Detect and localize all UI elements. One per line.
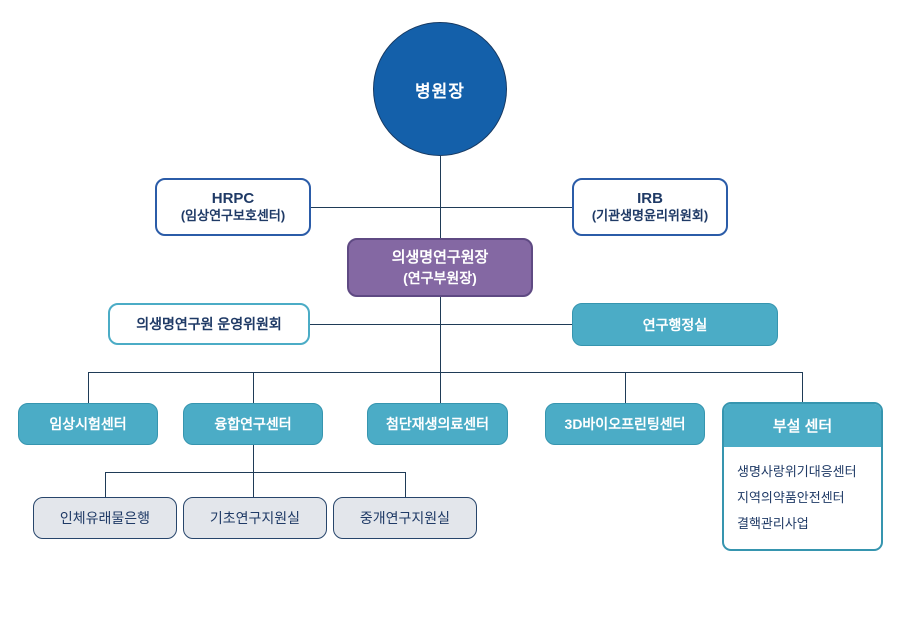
- hospital-director-label: 병원장: [415, 81, 465, 101]
- node-convergence-research-center: 융합연구센터: [183, 403, 323, 445]
- steering-committee-label: 의생명연구원 운영위원회: [136, 316, 282, 332]
- hrpc-subtitle: (임상연구보호센터): [180, 208, 286, 224]
- clinical-trial-center-label: 임상시험센터: [49, 416, 127, 432]
- connector-centers-bus: [88, 372, 802, 373]
- node-clinical-trial-center: 임상시험센터: [18, 403, 158, 445]
- node-basic-research-support-office: 기초연구지원실: [183, 497, 327, 539]
- node-3d-bioprinting-center: 3D바이오프린팅센터: [545, 403, 705, 445]
- connector-drop-translational: [405, 472, 406, 497]
- node-regenerative-medicine-center: 첨단재생의료센터: [367, 403, 508, 445]
- basic-research-support-label: 기초연구지원실: [209, 510, 301, 526]
- node-irb: IRB (기관생명윤리위원회): [572, 178, 728, 236]
- convergence-research-center-label: 융합연구센터: [214, 416, 292, 432]
- node-research-admin-office: 연구행정실: [572, 303, 778, 346]
- deputy-subtitle: (연구부원장): [403, 269, 477, 286]
- human-biobank-label: 인체유래물은행: [59, 510, 151, 526]
- connector-deputy-to-centers: [440, 297, 441, 403]
- connector-committees: [310, 324, 572, 325]
- research-admin-label: 연구행정실: [642, 316, 708, 333]
- node-hrpc: HRPC (임상연구보호센터): [155, 178, 311, 236]
- irb-subtitle: (기관생명윤리위원회): [591, 208, 709, 224]
- connector-drop-clinical: [88, 372, 89, 403]
- 3d-bioprinting-center-label: 3D바이오프린팅센터: [564, 416, 686, 432]
- connector-convergence-to-subunits: [253, 445, 254, 497]
- annex-centers-title: 부설 센터: [772, 418, 833, 435]
- annex-centers-header: 부설 센터: [724, 404, 881, 447]
- regenerative-medicine-center-label: 첨단재생의료센터: [385, 416, 490, 432]
- connector-hrpc-irb: [311, 207, 572, 208]
- hrpc-title: HRPC: [211, 189, 255, 207]
- annex-item-life-love-crisis-center: 생명사랑위기대응센터: [737, 464, 857, 479]
- connector-subunits-bus: [105, 472, 405, 473]
- annex-centers-list: 생명사랑위기대응센터 지역의약품안전센터 결핵관리사업: [724, 447, 881, 549]
- translational-research-support-label: 중개연구지원실: [359, 510, 451, 526]
- irb-title: IRB: [637, 189, 663, 207]
- connector-root-to-deputy: [440, 156, 441, 238]
- annex-item-regional-drug-safety-center: 지역의약품안전센터: [737, 490, 845, 505]
- node-hospital-director: 병원장: [373, 22, 507, 156]
- connector-drop-convergence: [253, 372, 254, 403]
- deputy-title: 의생명연구원장: [391, 249, 489, 267]
- node-translational-research-support-office: 중개연구지원실: [333, 497, 477, 539]
- connector-drop-annex: [802, 372, 803, 402]
- node-annex-centers-card: 부설 센터 생명사랑위기대응센터 지역의약품안전센터 결핵관리사업: [722, 402, 883, 551]
- node-biomedical-research-director: 의생명연구원장 (연구부원장): [347, 238, 533, 297]
- node-human-biobank: 인체유래물은행: [33, 497, 177, 539]
- connector-drop-biobank: [105, 472, 106, 497]
- node-steering-committee: 의생명연구원 운영위원회: [108, 303, 310, 345]
- annex-item-tb-management-program: 결핵관리사업: [737, 516, 809, 531]
- connector-drop-bioprinting: [625, 372, 626, 403]
